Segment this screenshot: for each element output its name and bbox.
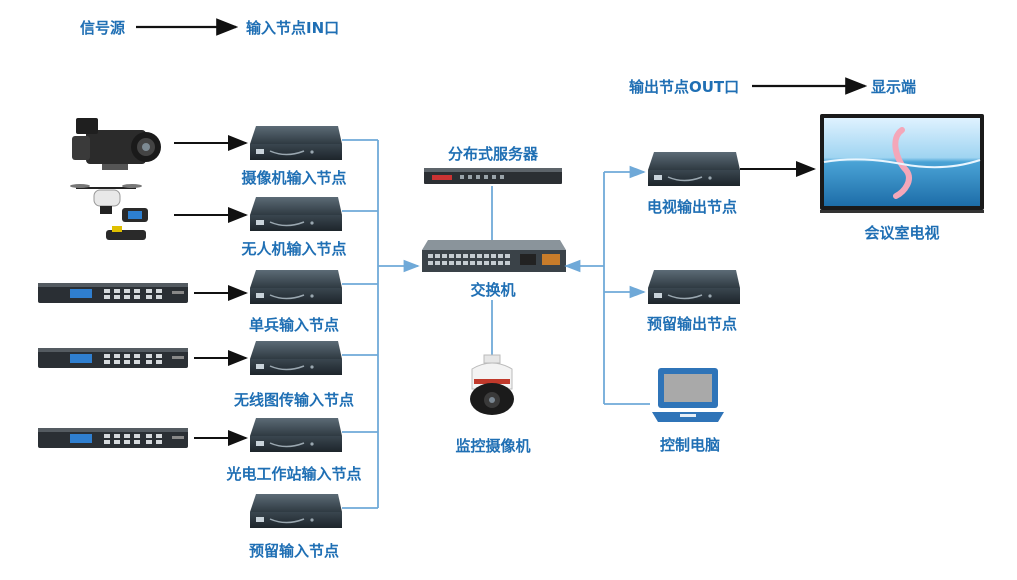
input-node-icon [249,196,343,232]
input-node-icon [249,340,343,376]
input-node-icon [249,417,343,453]
input-node-label: 摄像机输入节点 [241,169,347,187]
pc-label: 控制电脑 [659,436,721,454]
output-node-icon [647,151,741,187]
reserved-output-node-label: 预留输出节点 [646,315,738,333]
input-node-icon [249,269,343,305]
legend-display-label: 显示端 [871,78,917,96]
legend-source-label: 信号源 [80,19,126,37]
input-node-label: 预留输入节点 [248,542,340,560]
legend-out-port-label: 输出节点OUT口 [629,78,740,96]
legend-in-port-label: 输入节点IN口 [246,19,340,37]
ptz-camera-icon [470,354,514,415]
server-icon [424,168,562,184]
input-node-icon [249,493,343,529]
tv-label: 会议室电视 [864,224,940,242]
tv-icon [820,114,984,213]
switch-icon [422,240,566,272]
rack-encoder-icon [38,348,188,368]
tv-output-node-label: 电视输出节点 [646,198,738,216]
drone-icon [70,184,148,240]
switch-label: 交换机 [470,281,516,299]
camera-label: 监控摄像机 [455,437,531,455]
rack-encoder-icon [38,428,188,448]
camcorder-icon [72,118,161,170]
output-node-icon [647,269,741,305]
laptop-icon [652,368,724,422]
input-node-icon [249,125,343,161]
server-label: 分布式服务器 [447,145,539,163]
output-bus-lines [564,165,650,405]
input-node-label: 无线图传输入节点 [233,391,355,409]
input-node-label: 光电工作站输入节点 [226,465,362,483]
input-node-label: 无人机输入节点 [241,240,347,258]
input-node-label: 单兵输入节点 [248,316,340,334]
rack-encoder-icon [38,283,188,303]
input-bus-lines [342,139,420,509]
